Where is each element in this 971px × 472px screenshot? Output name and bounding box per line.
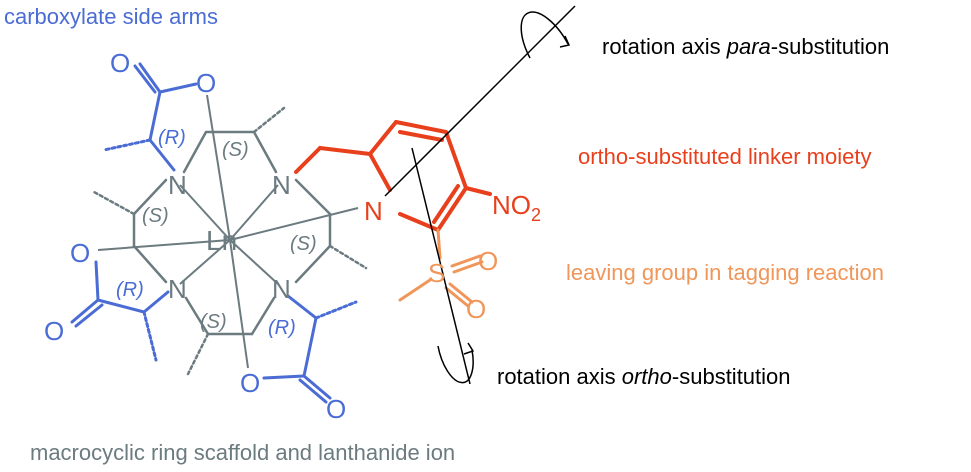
- no2-main: NO: [492, 190, 531, 220]
- atom-o-top-carbonyl: O: [110, 48, 130, 78]
- atom-n-pyridine: N: [364, 196, 383, 226]
- sulfonyl-group: [398, 228, 484, 308]
- pyridine-linker: [294, 120, 492, 232]
- label-rotation-axis-para: rotation axis para-substitution: [602, 36, 889, 58]
- rotation-axes: [384, 5, 576, 385]
- coordination-bonds: [97, 94, 359, 369]
- atom-n-bottom-left: N: [168, 274, 187, 304]
- label-rotation-ortho-suffix: -substitution: [671, 364, 791, 389]
- atom-o-top: O: [196, 68, 216, 98]
- stereo-r-left: (R): [116, 279, 144, 301]
- carboxylate-arms: [70, 62, 358, 404]
- atom-ln: Ln: [206, 225, 237, 256]
- atom-o-left-carbonyl: O: [44, 316, 64, 346]
- stereo-r-top: (R): [158, 127, 186, 149]
- atom-o-sulfonyl-lower: O: [466, 294, 486, 324]
- stereo-s-right: (S): [290, 233, 317, 255]
- macrocycle-ring: [92, 106, 368, 376]
- atom-n-bottom-right: N: [272, 274, 291, 304]
- label-carboxylate-side-arms: carboxylate side arms: [4, 4, 218, 29]
- atom-o-sulfonyl-upper: O: [478, 246, 498, 276]
- no2-subscript: 2: [531, 205, 541, 225]
- atom-labels: Ln N N N N O O O O O O N NO2 S O O (R) (…: [44, 48, 541, 424]
- atom-n-top-left: N: [168, 170, 187, 200]
- label-leaving-group: leaving group in tagging reaction: [566, 260, 885, 285]
- label-rotation-ortho-emph: ortho: [621, 364, 672, 389]
- atom-n-top-right: N: [272, 170, 291, 200]
- label-rotation-axis-ortho: rotation axis ortho-substitution: [497, 366, 791, 388]
- label-rotation-para-suffix: -substitution: [770, 34, 890, 59]
- atom-o-bottom: O: [240, 368, 260, 398]
- stereo-r-bottom: (R): [268, 317, 296, 339]
- stereo-s-left: (S): [142, 205, 169, 227]
- label-macrocyclic-scaffold: macrocyclic ring scaffold and lanthanide…: [30, 440, 456, 465]
- label-rotation-para-emph: para: [726, 34, 771, 59]
- label-rotation-para-prefix: rotation axis: [602, 34, 727, 59]
- stereo-s-bottom: (S): [200, 311, 227, 333]
- atom-s-sulfonyl: S: [428, 258, 445, 288]
- stereo-s-top: (S): [222, 139, 249, 161]
- label-ortho-linker-moiety: ortho-substituted linker moiety: [578, 144, 872, 169]
- label-rotation-ortho-prefix: rotation axis: [497, 364, 622, 389]
- no2-group: NO2: [492, 190, 541, 225]
- atom-o-left: O: [70, 238, 90, 268]
- atom-o-bottom-carbonyl: O: [326, 394, 346, 424]
